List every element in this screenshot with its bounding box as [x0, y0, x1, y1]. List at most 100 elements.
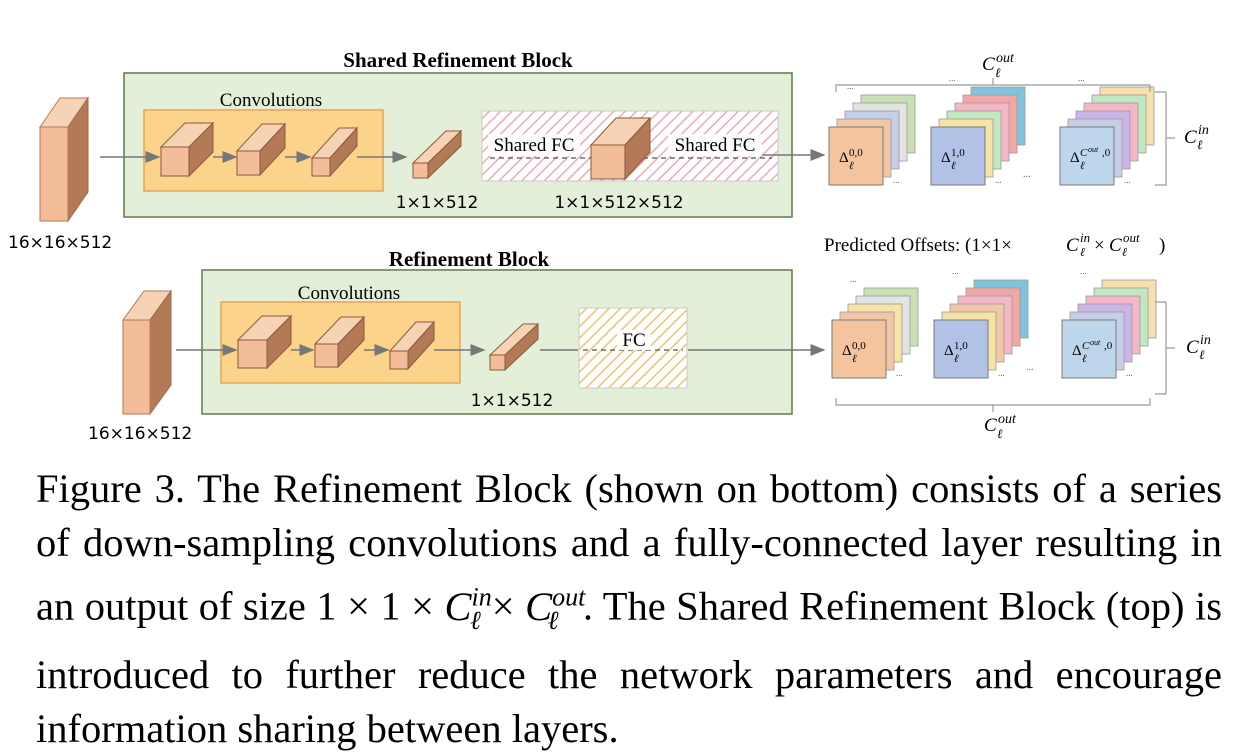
- svg-text:C: C: [984, 415, 997, 436]
- svg-text:in: in: [1200, 333, 1211, 348]
- shared-refinement-row: 16×16×512 Shared Refinement Block Convol…: [8, 48, 1209, 259]
- bottom-cout-brace: [835, 398, 1151, 406]
- top-cout-label: C out ℓ: [982, 51, 1015, 80]
- bottom-1x1-size: 1×1×512: [471, 391, 554, 411]
- svg-text:C: C: [1186, 337, 1199, 358]
- svg-text:ℓ: ℓ: [849, 160, 854, 172]
- svg-text:×: ×: [1094, 235, 1105, 256]
- caption-text-3: . The Shared Refinement Block (top) is i…: [36, 583, 1222, 751]
- top-input-feature-map: [39, 96, 89, 223]
- svg-text:...: ...: [893, 175, 900, 185]
- bottom-convolutions-label: Convolutions: [298, 283, 400, 304]
- svg-text:): ): [1159, 235, 1165, 256]
- svg-text:...: ...: [949, 73, 956, 83]
- svg-text:ℓ: ℓ: [1199, 347, 1205, 362]
- bottom-stacks-ellipsis: ...: [1026, 362, 1034, 373]
- refinement-title: Refinement Block: [389, 247, 550, 271]
- svg-text:ℓ: ℓ: [1082, 353, 1087, 365]
- top-input-size: 16×16×512: [8, 233, 112, 253]
- refinement-block-diagram: 16×16×512 Shared Refinement Block Convol…: [8, 48, 1211, 444]
- bottom-conv-cube-1: [236, 314, 293, 370]
- bottom-1x1-feature: [488, 322, 540, 372]
- svg-text:0,0: 0,0: [849, 147, 863, 159]
- svg-text:out: out: [998, 412, 1017, 427]
- svg-text:C: C: [1109, 235, 1122, 256]
- svg-text:C: C: [1184, 127, 1197, 148]
- refinement-row: 16×16×512 Refinement Block Convolutions: [88, 247, 1211, 444]
- svg-text:in: in: [1198, 123, 1209, 138]
- svg-text:...: ...: [1124, 175, 1131, 185]
- figure-caption: Figure 3. The Refinement Block (shown on…: [36, 462, 1222, 756]
- shared-fc-size: 1×1×512×512: [554, 193, 683, 213]
- top-stacks-ellipsis: ...: [1023, 169, 1031, 180]
- top-convolutions-label: Convolutions: [220, 90, 322, 111]
- svg-text:1,0: 1,0: [954, 340, 968, 352]
- svg-text:Δ: Δ: [944, 343, 954, 359]
- svg-text:C: C: [982, 54, 995, 75]
- top-conv-cube-2: [235, 122, 287, 177]
- svg-text:Δ: Δ: [941, 150, 951, 166]
- bottom-cout-label: C out ℓ: [984, 412, 1017, 441]
- shared-fc-cube: [589, 116, 652, 181]
- bottom-cin-brace: [1155, 301, 1167, 395]
- svg-text:Predicted Offsets: (1×1×: Predicted Offsets: (1×1×: [824, 235, 1012, 256]
- top-conv-cube-3: [310, 126, 359, 178]
- top-conv-cube-1: [159, 121, 215, 178]
- svg-text:C: C: [1082, 340, 1090, 352]
- svg-text:...: ...: [896, 368, 903, 378]
- svg-text:Δ: Δ: [839, 150, 849, 166]
- svg-text:...: ...: [952, 266, 959, 276]
- shared-fc-label-left: Shared FC: [494, 135, 575, 156]
- caption-text-2: ×: [481, 583, 526, 629]
- svg-text:Δ: Δ: [1070, 150, 1080, 166]
- top-1x1-feature: [411, 129, 463, 180]
- svg-text:,0: ,0: [1102, 147, 1111, 159]
- top-cin-label: C in ℓ: [1184, 123, 1209, 152]
- bottom-conv-cube-2: [313, 315, 366, 369]
- shared-refinement-title: Shared Refinement Block: [343, 48, 573, 72]
- svg-text:...: ...: [1126, 368, 1133, 378]
- svg-text:,0: ,0: [1104, 340, 1113, 352]
- svg-text:Δ: Δ: [842, 343, 852, 359]
- svg-text:...: ...: [850, 274, 857, 284]
- svg-text:out: out: [1088, 145, 1099, 154]
- svg-text:...: ...: [1078, 73, 1085, 83]
- bottom-conv-cube-3: [388, 320, 436, 371]
- svg-text:ℓ: ℓ: [1197, 137, 1203, 152]
- svg-text:...: ...: [847, 81, 854, 91]
- predicted-offsets-label: Predicted Offsets: (1×1× C in ℓ × C out …: [824, 230, 1165, 259]
- svg-text:1,0: 1,0: [951, 147, 965, 159]
- svg-text:out: out: [996, 51, 1015, 66]
- svg-text:ℓ: ℓ: [1122, 245, 1127, 259]
- svg-text:out: out: [1123, 230, 1140, 245]
- caption-c-in: Cinℓ: [444, 582, 492, 635]
- svg-text:...: ...: [995, 175, 1002, 185]
- svg-text:ℓ: ℓ: [1080, 160, 1085, 172]
- svg-text:ℓ: ℓ: [951, 160, 956, 172]
- svg-text:out: out: [1090, 338, 1101, 347]
- svg-text:ℓ: ℓ: [1080, 245, 1085, 259]
- bottom-input-feature-map: [122, 289, 172, 416]
- svg-text:...: ...: [998, 368, 1005, 378]
- svg-text:ℓ: ℓ: [997, 426, 1003, 441]
- shared-fc-label-right: Shared FC: [675, 135, 756, 156]
- caption-c-out: Coutℓ: [525, 582, 586, 635]
- svg-text:...: ...: [1080, 266, 1087, 276]
- svg-text:Δ: Δ: [1072, 343, 1082, 359]
- svg-text:ℓ: ℓ: [954, 353, 959, 365]
- svg-text:ℓ: ℓ: [852, 353, 857, 365]
- top-1x1-size: 1×1×512: [396, 193, 479, 213]
- bottom-input-size: 16×16×512: [88, 424, 192, 444]
